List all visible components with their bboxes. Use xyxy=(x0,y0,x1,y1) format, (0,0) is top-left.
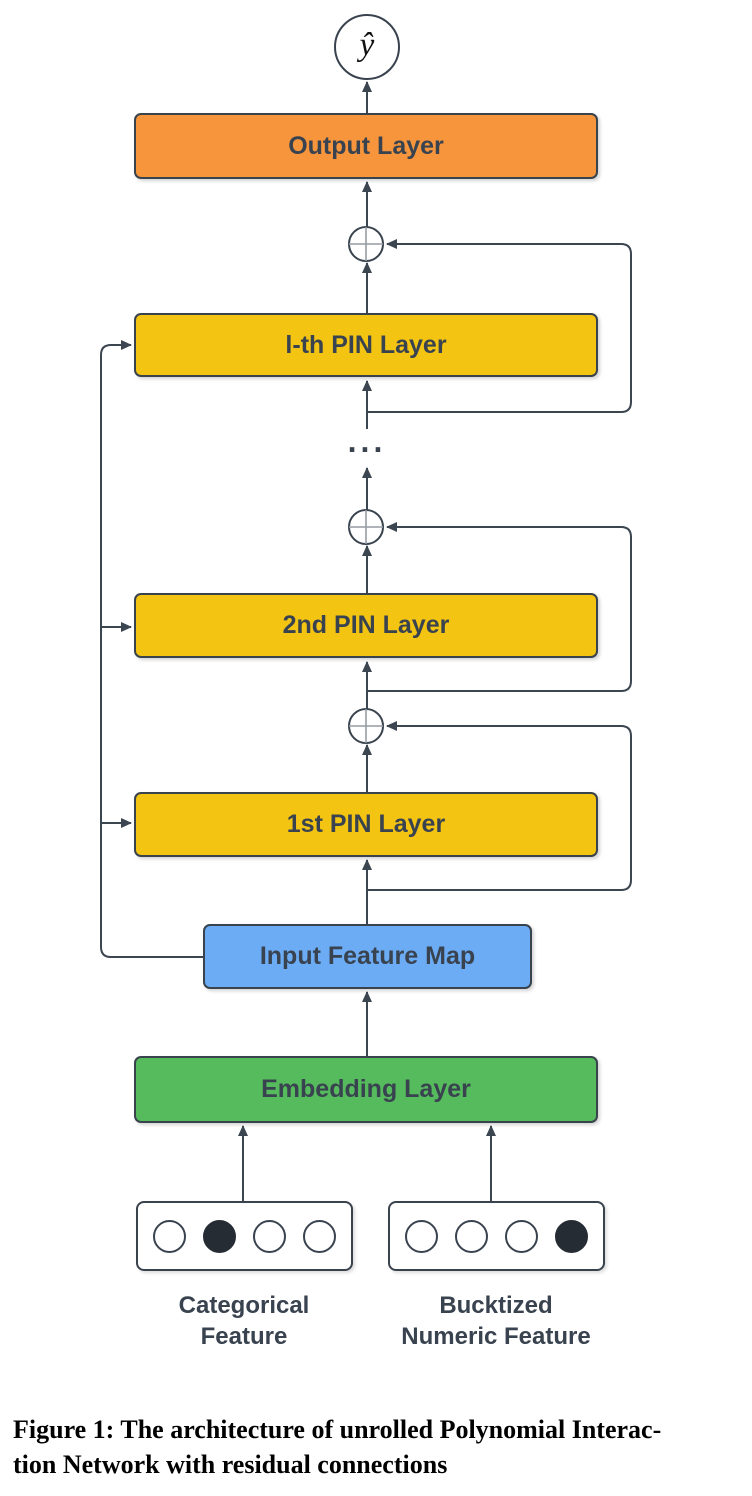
bucktized-feature-label-line2: Numeric Feature xyxy=(401,1323,591,1350)
categorical-feature-label-line1: Categorical xyxy=(178,1292,310,1319)
feature-cell xyxy=(203,1219,236,1253)
feature-cell xyxy=(405,1219,438,1253)
output-layer-node: Output Layer xyxy=(134,113,598,179)
second-pin-layer-label: 2nd PIN Layer xyxy=(282,611,450,639)
residual-skip-to-sum2 xyxy=(367,522,632,692)
input-feature-map-label: Input Feature Map xyxy=(259,942,476,970)
residual-skip-to-sum1 xyxy=(367,721,632,891)
embedding-layer-label: Embedding Layer xyxy=(261,1075,471,1103)
categorical-feature-label-line2: Feature xyxy=(200,1323,288,1350)
embedding-layer-node: Embedding Layer xyxy=(134,1056,598,1123)
second-pin-layer-node: 2nd PIN Layer xyxy=(134,593,598,658)
lth-pin-layer-node: l-th PIN Layer xyxy=(134,313,598,377)
bucktized-feature-label-line1: Bucktized xyxy=(439,1292,553,1319)
bucktized-feature-label: Bucktized Numeric Feature xyxy=(366,1290,626,1352)
feature-cell xyxy=(455,1219,488,1253)
first-pin-layer-label: 1st PIN Layer xyxy=(286,810,446,838)
figure-caption-line1: Figure 1: The architecture of unrolled P… xyxy=(13,1415,662,1444)
feature-cell xyxy=(153,1219,186,1253)
first-pin-layer-node: 1st PIN Layer xyxy=(134,792,598,857)
residual-skip-to-sum3 xyxy=(367,239,632,413)
categorical-feature-vector xyxy=(136,1201,353,1271)
feature-cell xyxy=(253,1219,286,1253)
input-feature-rail xyxy=(100,340,203,958)
feature-cell xyxy=(303,1219,336,1253)
prediction-label: ŷ xyxy=(359,26,375,63)
prediction-node: ŷ xyxy=(334,14,400,80)
figure-caption-line2: tion Network with residual connections xyxy=(13,1450,448,1479)
ellipsis: ... xyxy=(347,423,387,459)
output-layer-label: Output Layer xyxy=(288,131,444,160)
feature-cell xyxy=(555,1219,588,1253)
input-feature-map-node: Input Feature Map xyxy=(203,924,532,989)
feature-cell xyxy=(505,1219,538,1253)
categorical-feature-label: Categorical Feature xyxy=(114,1290,374,1352)
sum-operator-middle xyxy=(348,509,384,545)
sum-operator-bottom xyxy=(348,708,384,744)
sum-operator-top xyxy=(348,226,384,262)
bucktized-feature-vector xyxy=(388,1201,605,1271)
lth-pin-layer-label: l-th PIN Layer xyxy=(285,330,447,359)
figure-caption: Figure 1: The architecture of unrolled P… xyxy=(13,1412,745,1482)
